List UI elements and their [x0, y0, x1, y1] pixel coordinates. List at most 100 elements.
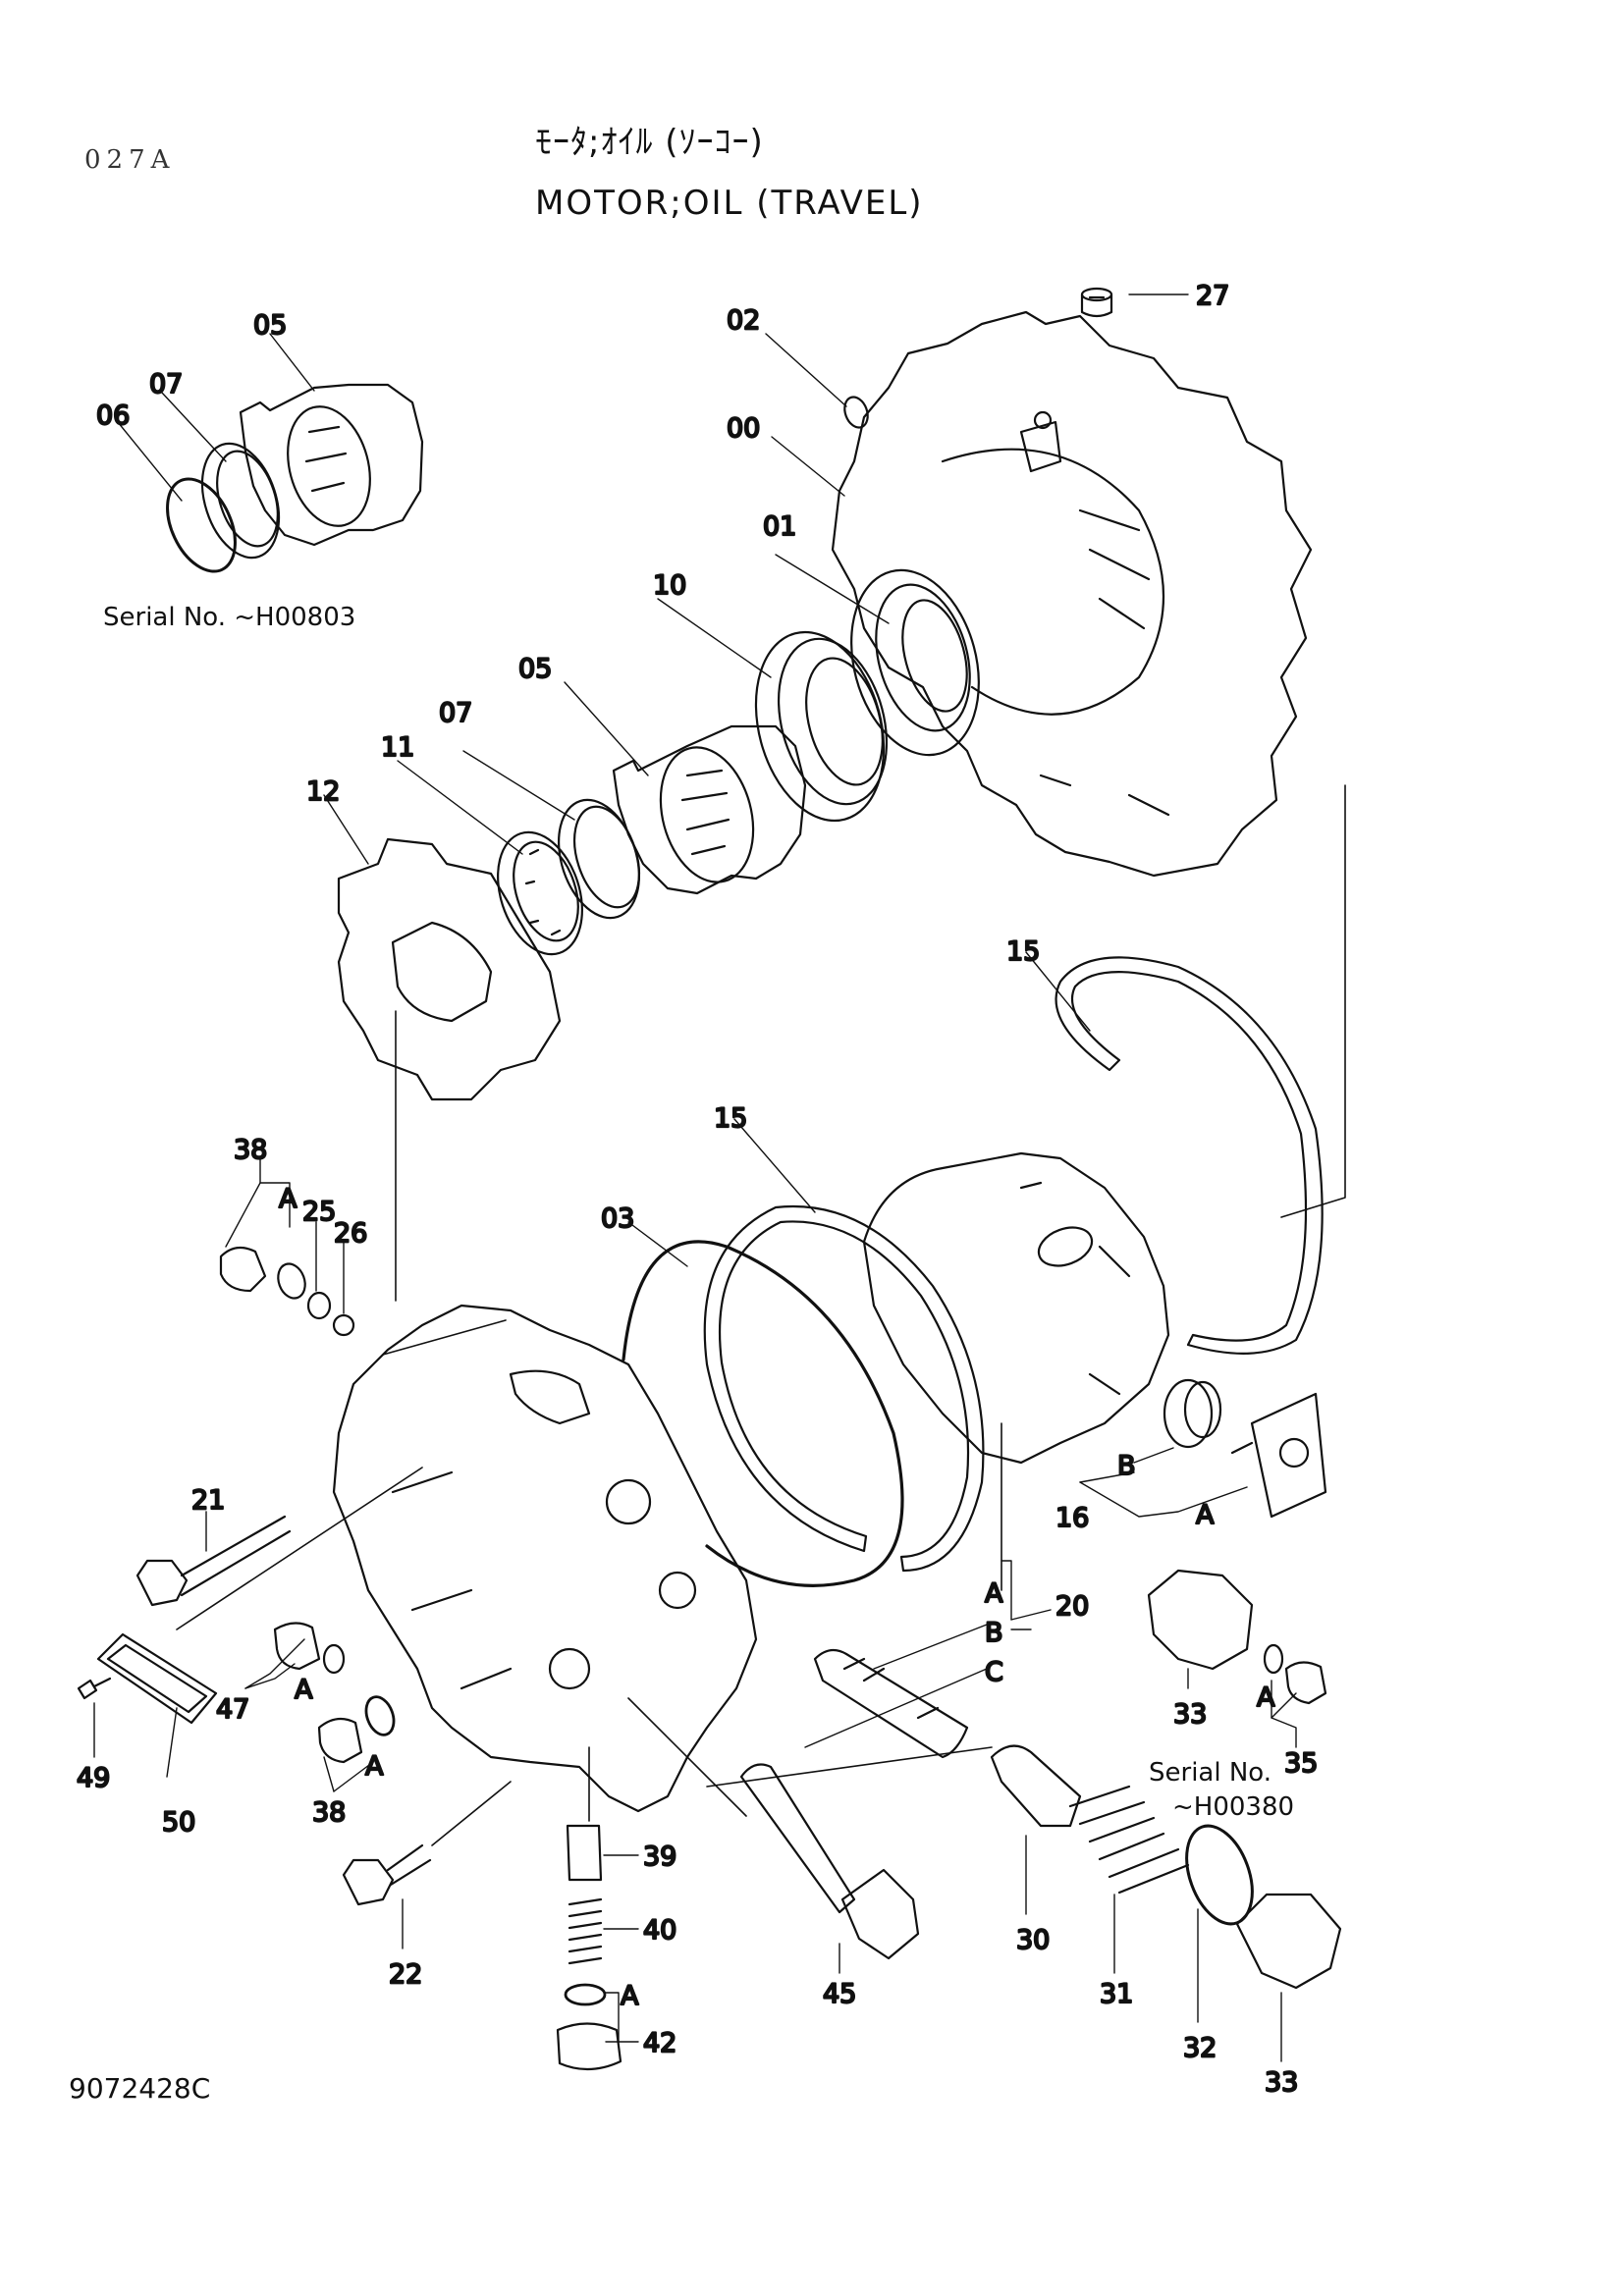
ring-part-07-lower	[557, 798, 641, 920]
callout-39: 39	[643, 1842, 676, 1872]
letter-a-47: A	[295, 1675, 313, 1705]
housing-part-00	[831, 310, 1313, 878]
letter-a-20: A	[985, 1578, 1003, 1609]
callout-32: 32	[1183, 2033, 1217, 2063]
callout-05-upper: 05	[253, 310, 287, 341]
callout-38-upper: 38	[234, 1135, 267, 1165]
bolt-part-22	[342, 1843, 432, 1906]
callout-20: 20	[1055, 1591, 1089, 1622]
letter-a-upper-left: A	[279, 1184, 298, 1214]
callout-45: 45	[823, 1979, 856, 2009]
callout-00: 00	[727, 413, 760, 444]
letter-b-20: B	[985, 1618, 1003, 1648]
spool-part-20	[813, 1648, 969, 1759]
o-ring-part-38	[364, 1695, 396, 1736]
o-ring-part-25a	[277, 1262, 306, 1300]
letter-b-16: B	[1117, 1451, 1136, 1481]
callout-40: 40	[643, 1915, 676, 1946]
hub-part-05-lower	[612, 724, 807, 895]
serial-note-right-line1: Serial No.	[1149, 1758, 1271, 1788]
callout-16: 16	[1055, 1503, 1089, 1533]
letter-c-20: C	[985, 1657, 1003, 1687]
callout-25: 25	[302, 1197, 336, 1227]
spring-part-31	[1068, 1785, 1190, 1895]
bracket-part-16	[1230, 1392, 1327, 1519]
plug-part-47	[273, 1622, 321, 1671]
plug-part-38-upper	[219, 1246, 267, 1293]
serial-note-right-line2: ~H00380	[1172, 1792, 1295, 1822]
callout-15-small: 15	[714, 1103, 747, 1134]
plate-part-12	[337, 837, 562, 1101]
bolt-part-21	[135, 1515, 292, 1607]
callout-33-upper: 33	[1173, 1699, 1207, 1730]
callout-33-lower: 33	[1265, 2067, 1298, 2098]
o-ring-part-35	[1263, 1643, 1284, 1675]
callout-21: 21	[191, 1485, 225, 1516]
gasket-part-50	[96, 1632, 218, 1725]
ring-part-07-upper	[200, 442, 281, 560]
callout-01: 01	[763, 511, 796, 542]
o-ring-part-03	[622, 1240, 904, 1587]
callout-07-upper: 07	[149, 369, 183, 400]
o-ring-part-02	[843, 396, 869, 429]
plug-part-38-lower	[317, 1717, 363, 1764]
callout-50: 50	[162, 1807, 195, 1838]
callout-05-lower: 05	[518, 654, 552, 684]
screw-part-49	[77, 1677, 112, 1700]
callout-26: 26	[334, 1218, 367, 1249]
plug-part-42	[556, 2022, 622, 2071]
ball-part-26	[332, 1313, 355, 1337]
callout-49: 49	[77, 1763, 110, 1793]
plug-part-39	[566, 1824, 603, 1882]
o-ring-part-06	[166, 477, 237, 573]
letter-a-38: A	[365, 1751, 384, 1782]
floating-seal-part-01	[850, 568, 980, 757]
callout-30: 30	[1016, 1925, 1050, 1955]
o-ring-part-42	[564, 1983, 607, 2006]
assembly-lines	[176, 784, 1346, 1846]
callout-38-lower: 38	[312, 1797, 346, 1828]
plug-part-27	[1080, 287, 1113, 318]
title-english: MOTOR;OIL (TRAVEL)	[535, 184, 924, 223]
callout-06: 06	[96, 400, 130, 431]
letter-a-16: A	[1196, 1500, 1215, 1530]
callout-22: 22	[389, 1959, 422, 1990]
hub-part-05-upper	[239, 383, 424, 547]
o-ring-part-47	[322, 1643, 346, 1675]
valve-body	[332, 1304, 758, 1813]
callout-07-lower: 07	[439, 698, 472, 728]
title-japanese: ﾓｰﾀ;ｵｲﾙ (ｿｰｺｰ)	[535, 123, 764, 162]
plug-part-35	[1284, 1661, 1327, 1705]
callout-11: 11	[381, 732, 414, 763]
callout-12: 12	[306, 776, 340, 807]
callout-03: 03	[601, 1203, 634, 1234]
bushing-b	[1163, 1378, 1222, 1449]
piston-part-30	[990, 1744, 1082, 1828]
o-ring-part-32	[1185, 1824, 1254, 1926]
serial-note-left: Serial No. ~H00803	[103, 603, 356, 632]
callout-35: 35	[1284, 1748, 1318, 1779]
letter-a-42: A	[621, 1981, 639, 2011]
callout-15-large: 15	[1006, 936, 1040, 967]
callout-27: 27	[1196, 281, 1229, 311]
callout-02: 02	[727, 305, 760, 336]
letter-references: A A A A A A A B B C	[278, 1183, 1276, 2012]
valve-part-45	[739, 1763, 920, 1960]
letter-a-35: A	[1257, 1682, 1275, 1713]
bearing-part-11	[497, 830, 583, 956]
callout-numbers: 27 02 00 01 10 05 07 11 12 05 07 06 15 1…	[76, 280, 1320, 2099]
page-code: 027A	[84, 145, 176, 175]
seal-ring-part-15-small	[703, 1205, 985, 1573]
seal-ring-part-15-large	[1055, 956, 1324, 1355]
bearing-part-10	[754, 630, 889, 823]
callout-42: 42	[643, 2028, 676, 2058]
figure-number: 9072428C	[69, 2072, 211, 2105]
cylinder-block	[862, 1151, 1170, 1465]
plug-part-33-upper	[1147, 1569, 1254, 1671]
callout-10: 10	[653, 570, 686, 601]
leader-lines	[93, 294, 1297, 2062]
callout-31: 31	[1100, 1979, 1133, 2009]
callout-47: 47	[216, 1694, 249, 1725]
